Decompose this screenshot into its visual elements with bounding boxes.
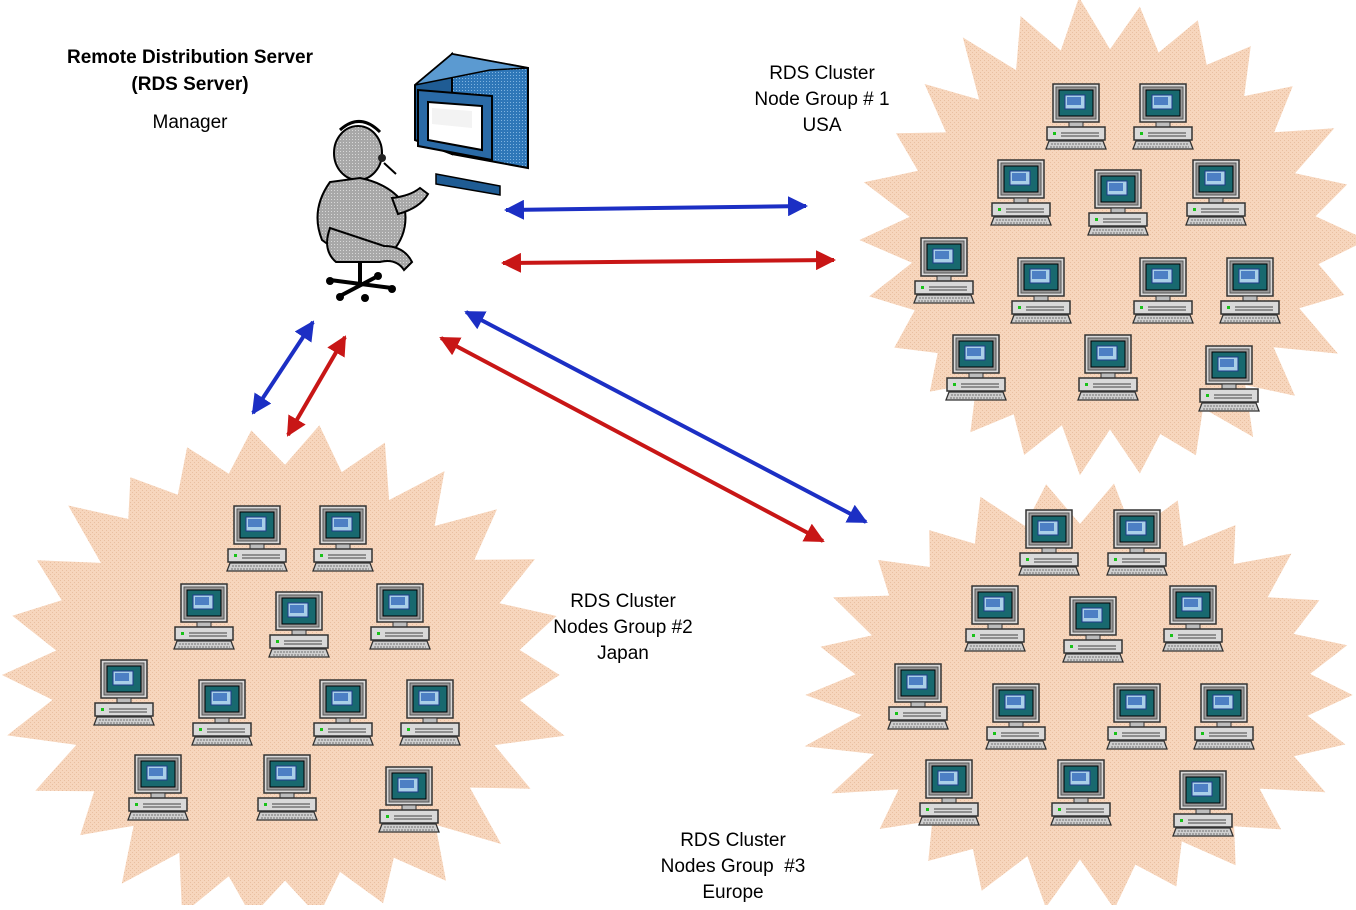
desktop-computer-icon	[226, 505, 288, 572]
group-usa-label: RDS Cluster Node Group # 1 USA	[722, 61, 922, 139]
desktop-computer-icon	[369, 583, 431, 650]
connection-arrows	[251, 196, 868, 543]
desktop-computer-icon	[1132, 257, 1194, 324]
group-usa-line1: RDS Cluster	[769, 63, 875, 84]
arrow-server-europe-red	[439, 336, 825, 543]
group-europe-line2: Nodes Group #3	[660, 856, 806, 877]
desktop-computer-icon	[1132, 83, 1194, 150]
desktop-computer-icon	[1050, 759, 1112, 826]
desktop-computer-icon	[918, 759, 980, 826]
desktop-computer-icon	[268, 591, 330, 658]
operator-at-workstation-icon	[316, 51, 529, 302]
desktop-computer-icon	[1106, 509, 1168, 576]
group-usa-line2: Node Group # 1	[754, 89, 890, 110]
desktop-computer-icon	[985, 683, 1047, 750]
group-usa-line3: USA	[802, 115, 842, 136]
desktop-computer-icon	[1162, 585, 1224, 652]
group-japan-line3: Japan	[597, 643, 649, 664]
arrow-server-usa-red	[501, 250, 836, 273]
desktop-computer-icon	[945, 334, 1007, 401]
group-europe-label: RDS Cluster Nodes Group #3 Europe	[633, 828, 833, 906]
desktop-computer-icon	[990, 159, 1052, 226]
desktop-computer-icon	[1087, 169, 1149, 236]
desktop-computer-icon	[1193, 683, 1255, 750]
server-label: Remote Distribution Server (RDS Server) …	[40, 44, 340, 136]
desktop-computer-icon	[1077, 334, 1139, 401]
arrow-server-usa-blue	[504, 196, 808, 220]
cluster-cloud-europe	[804, 483, 1353, 909]
group-europe-line1: RDS Cluster	[680, 830, 786, 851]
desktop-computer-icon	[1106, 683, 1168, 750]
server-role: Manager	[152, 112, 228, 133]
desktop-computer-icon	[1062, 596, 1124, 663]
desktop-computer-icon	[1219, 257, 1281, 324]
desktop-computer-icon	[887, 663, 949, 730]
arrow-server-japan-red	[286, 335, 347, 437]
desktop-computer-icon	[913, 237, 975, 304]
desktop-computer-icon	[191, 679, 253, 746]
desktop-computer-icon	[127, 754, 189, 821]
desktop-computer-icon	[256, 754, 318, 821]
group-japan-line2: Nodes Group #2	[553, 617, 693, 638]
desktop-computer-icon	[1010, 257, 1072, 324]
desktop-computer-icon	[378, 766, 440, 833]
desktop-computer-icon	[1185, 159, 1247, 226]
cluster-cloud-japan	[2, 425, 565, 910]
desktop-computer-icon	[1018, 509, 1080, 576]
desktop-computer-icon	[1198, 345, 1260, 412]
desktop-computer-icon	[312, 505, 374, 572]
desktop-computer-icon	[964, 585, 1026, 652]
arrow-server-europe-blue	[464, 310, 868, 524]
desktop-computer-icon	[1172, 770, 1234, 837]
arrow-server-japan-blue	[251, 320, 315, 415]
desktop-computer-icon	[399, 679, 461, 746]
desktop-computer-icon	[1045, 83, 1107, 150]
server-title-line2: (RDS Server)	[131, 74, 249, 95]
desktop-computer-icon	[173, 583, 235, 650]
desktop-computer-icon	[312, 679, 374, 746]
group-japan-line1: RDS Cluster	[570, 591, 676, 612]
group-europe-line3: Europe	[702, 882, 764, 903]
server-title-line1: Remote Distribution Server	[67, 47, 313, 68]
desktop-computer-icon	[93, 659, 155, 726]
group-japan-label: RDS Cluster Nodes Group #2 Japan	[523, 589, 723, 667]
